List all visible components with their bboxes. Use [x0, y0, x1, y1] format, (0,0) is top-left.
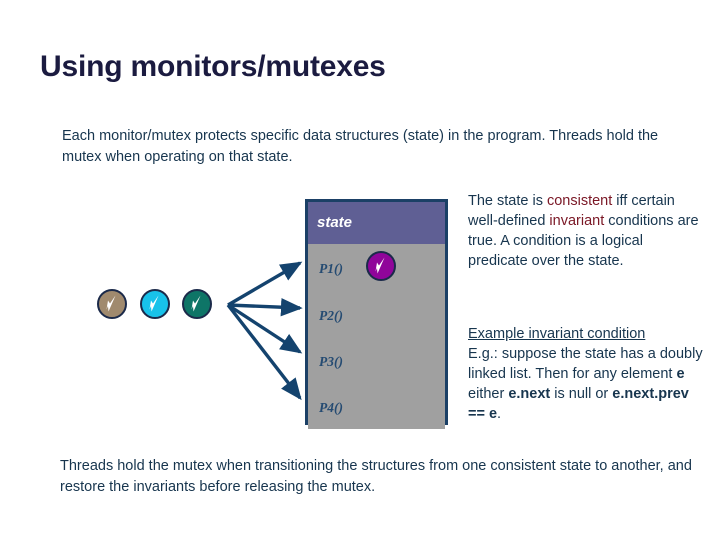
note-text-mid: iff certain well-defined — [468, 193, 675, 229]
thread-bolt-icon — [149, 295, 159, 312]
note-example-line-d: . — [497, 406, 502, 422]
thread-bolt-icon — [375, 257, 385, 274]
state-row-label: P1() — [319, 261, 343, 276]
note-text-post: conditions are true. A condition is a lo… — [468, 213, 699, 269]
note-text-pre: The state is — [468, 193, 547, 209]
note-bold-enext: e.next — [508, 386, 551, 402]
note-example-heading: Example invariant condition — [468, 326, 646, 342]
note-highlight-consistent: consistent — [546, 193, 613, 209]
thread-icon-teal — [182, 289, 212, 319]
note-highlight-invariant: invariant — [549, 213, 605, 229]
note-example-line-a: E.g.: suppose the state has a doubly lin… — [468, 346, 703, 382]
thread-icon-purple-in-p1 — [366, 251, 396, 281]
note-example-line-c: is null or — [550, 386, 613, 402]
state-row-p2: P2() — [308, 295, 445, 337]
arrow-to-p1 — [227, 261, 303, 307]
state-row-label: P4() — [319, 400, 343, 415]
page-title: Using monitors/mutexes — [40, 50, 386, 83]
arrow-to-p4 — [226, 303, 302, 401]
thread-icon-tan — [97, 289, 127, 319]
state-box-header: state — [308, 202, 445, 244]
thread-icon-cyan — [140, 289, 170, 319]
note-bold-enextprev: e.next.prev == e — [468, 386, 689, 422]
thread-bolt-icon — [191, 295, 201, 312]
note-consistent: The state is consistent iff certain well… — [468, 191, 703, 271]
state-row-label: P3() — [319, 354, 343, 369]
intro-paragraph: Each monitor/mutex protects specific dat… — [62, 128, 659, 165]
state-row-p3: P3() — [308, 341, 445, 383]
note-bold-e: e — [676, 366, 685, 382]
state-row-p4: P4() — [308, 387, 445, 429]
state-row-label: P2() — [319, 308, 343, 323]
note-example-line-b: either — [468, 386, 509, 402]
thread-bolt-icon — [106, 295, 116, 312]
arrow-to-p2 — [227, 298, 303, 317]
arrow-to-p3 — [227, 303, 303, 354]
closing-paragraph: Threads hold the mutex when transitionin… — [60, 458, 692, 495]
state-box: state P1() P2() P3() P4() — [305, 199, 448, 429]
